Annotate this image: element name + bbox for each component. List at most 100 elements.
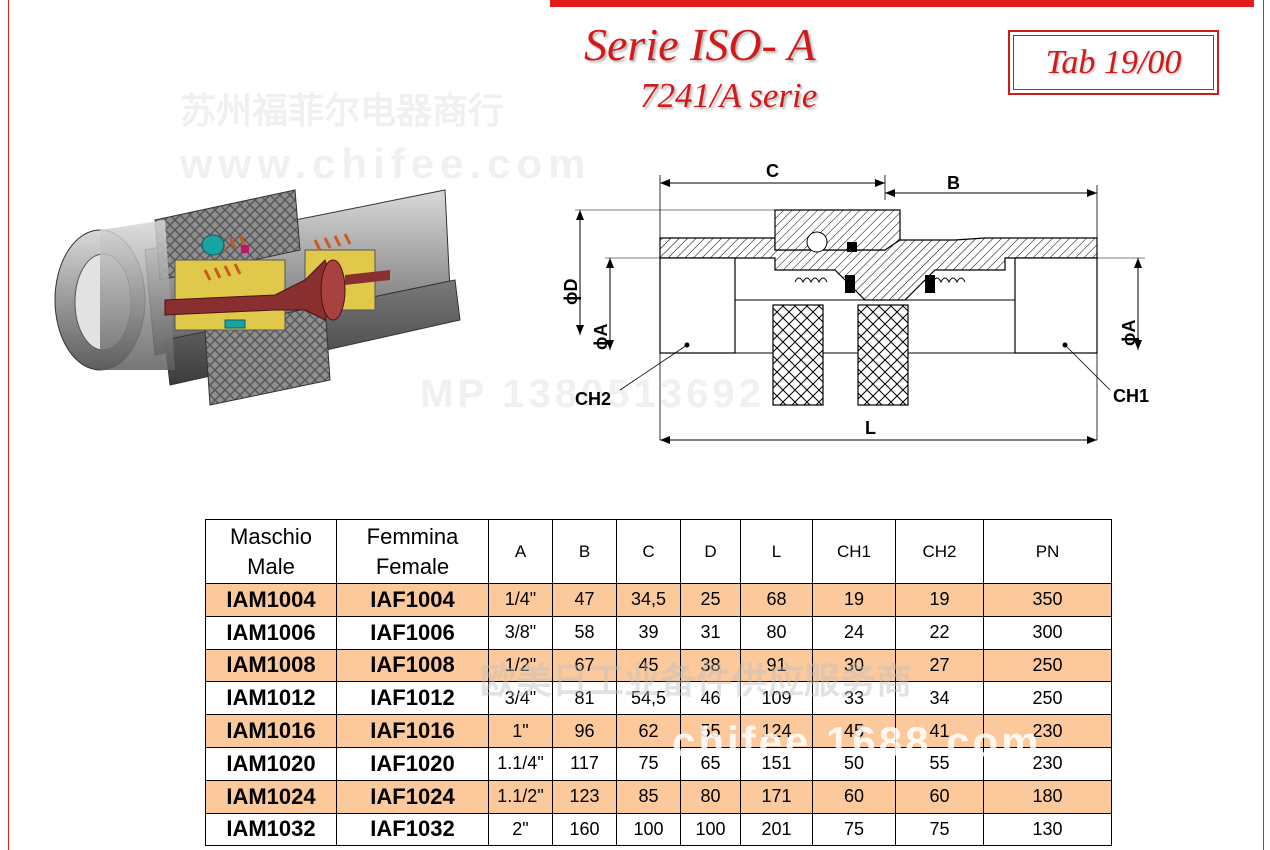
cell-b: 123 <box>552 779 617 814</box>
cell-male-code: IAM1004 <box>205 583 337 617</box>
cell-c: 54,5 <box>616 681 681 716</box>
cell-pn: 180 <box>983 779 1112 814</box>
cell-ch2: 41 <box>895 714 984 748</box>
col-header-a: A <box>488 519 553 584</box>
cell-l: 151 <box>740 746 813 781</box>
cell-d: 31 <box>680 615 741 650</box>
cell-d: 46 <box>680 681 741 716</box>
cell-d: 25 <box>680 583 741 617</box>
cell-pn: 300 <box>983 615 1112 650</box>
cell-d: 80 <box>680 779 741 814</box>
cell-pn: 250 <box>983 648 1112 683</box>
cell-d: 100 <box>680 812 741 847</box>
cell-male-code: IAM1006 <box>205 615 337 650</box>
cell-a: 1/2" <box>488 648 553 683</box>
cell-pn: 230 <box>983 746 1112 781</box>
col-header-l: L <box>740 519 813 584</box>
cell-female-code: IAF1016 <box>336 714 489 748</box>
cell-female-code: IAF1032 <box>336 812 489 847</box>
cell-l: 91 <box>740 648 813 683</box>
col-header-ch1: CH1 <box>812 519 896 584</box>
cell-l: 80 <box>740 615 813 650</box>
cell-ch1: 75 <box>812 812 896 847</box>
cell-b: 58 <box>552 615 617 650</box>
cell-d: 38 <box>680 648 741 683</box>
cell-male-code: IAM1008 <box>205 648 337 683</box>
col-header-ch2: CH2 <box>895 519 984 584</box>
cell-male-code: IAM1020 <box>205 746 337 781</box>
cell-female-code: IAF1004 <box>336 583 489 617</box>
cell-b: 117 <box>552 746 617 781</box>
cell-l: 109 <box>740 681 813 716</box>
dim-label-ch2: CH2 <box>575 389 611 409</box>
coupling-technical-drawing: C B ϕD ϕA ϕA CH2 CH1 <box>561 161 1149 444</box>
watermark-cn-company: 苏州福菲尔电器商行 <box>180 90 505 131</box>
cell-c: 34,5 <box>616 583 681 617</box>
cell-b: 67 <box>552 648 617 683</box>
cell-c: 62 <box>616 714 681 748</box>
cell-pn: 130 <box>983 812 1112 847</box>
cell-male-code: IAM1016 <box>205 714 337 748</box>
cell-a: 1.1/4" <box>488 746 553 781</box>
cell-ch1: 33 <box>812 681 896 716</box>
cell-ch2: 27 <box>895 648 984 683</box>
tab-reference-box: Tab 19/00 <box>1008 30 1219 95</box>
cell-female-code: IAF1006 <box>336 615 489 650</box>
cell-a: 3/4" <box>488 681 553 716</box>
cell-l: 68 <box>740 583 813 617</box>
cell-d: 55 <box>680 714 741 748</box>
cell-ch1: 60 <box>812 779 896 814</box>
cell-l: 124 <box>740 714 813 748</box>
col-header-d: D <box>680 519 741 584</box>
cell-a: 3/8" <box>488 615 553 650</box>
dim-label-ch1: CH1 <box>1113 386 1149 406</box>
cell-b: 47 <box>552 583 617 617</box>
cell-pn: 250 <box>983 681 1112 716</box>
cell-b: 96 <box>552 714 617 748</box>
page-border-left <box>8 0 9 850</box>
cell-male-code: IAM1032 <box>205 812 337 847</box>
cell-male-code: IAM1024 <box>205 779 337 814</box>
cell-female-code: IAF1020 <box>336 746 489 781</box>
cell-l: 201 <box>740 812 813 847</box>
cell-a: 2" <box>488 812 553 847</box>
col-header-b: B <box>552 519 617 584</box>
page-title: Serie ISO- A <box>584 19 816 70</box>
col-header-c: C <box>616 519 681 584</box>
cell-female-code: IAF1024 <box>336 779 489 814</box>
dim-label-b: B <box>947 173 960 193</box>
cell-female-code: IAF1012 <box>336 681 489 716</box>
cell-ch2: 75 <box>895 812 984 847</box>
dim-label-l: L <box>865 418 876 438</box>
dim-label-c: C <box>766 161 779 181</box>
cell-a: 1" <box>488 714 553 748</box>
cell-ch1: 50 <box>812 746 896 781</box>
cell-c: 45 <box>616 648 681 683</box>
tab-reference-label: Tab 19/00 <box>1013 35 1214 90</box>
cell-c: 85 <box>616 779 681 814</box>
cell-c: 75 <box>616 746 681 781</box>
cell-female-code: IAF1008 <box>336 648 489 683</box>
page-subtitle: 7241/A serie <box>640 76 818 115</box>
cell-ch2: 34 <box>895 681 984 716</box>
cell-b: 81 <box>552 681 617 716</box>
dim-label-a-left: ϕA <box>591 324 611 351</box>
cell-c: 39 <box>616 615 681 650</box>
cell-l: 171 <box>740 779 813 814</box>
cell-c: 100 <box>616 812 681 847</box>
page-border-right <box>1263 0 1264 850</box>
cell-a: 1/4" <box>488 583 553 617</box>
cell-ch2: 22 <box>895 615 984 650</box>
